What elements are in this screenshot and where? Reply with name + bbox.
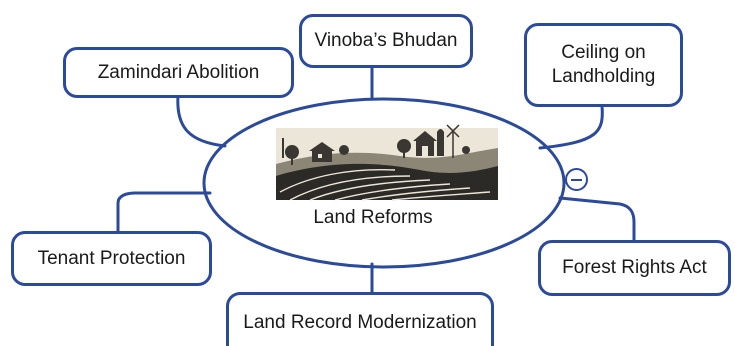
connector-ceiling [538,104,604,150]
central-topic-ellipse [202,97,566,269]
branch-label: Land Record Modernization [243,312,477,333]
branch-tenant-protection[interactable]: Tenant Protection [11,231,212,286]
branch-label: Forest Rights Act [562,257,707,278]
branch-land-record-modernization[interactable]: Land Record Modernization [226,292,494,346]
central-topic-label[interactable]: Land Reforms [313,207,433,228]
branch-label: Ceiling on Landholding [551,42,656,87]
branch-zamindari-abolition[interactable]: Zamindari Abolition [63,47,294,98]
connector-tenant [116,191,212,233]
branch-label: Vinoba’s Bhudan [314,30,458,51]
branch-label: Tenant Protection [37,247,186,269]
branch-label: Zamindari Abolition [97,61,260,83]
farmland-illustration-icon [276,124,498,201]
branch-forest-rights-act[interactable]: Forest Rights Act [538,240,731,296]
branch-ceiling-on-landholding[interactable]: Ceiling on Landholding [524,23,683,107]
connector-forest [558,196,636,242]
branch-vinobas-bhudan[interactable]: Vinoba’s Bhudan [299,14,473,68]
collapse-minus-icon[interactable] [565,168,588,191]
connector-zamindari [176,94,227,148]
